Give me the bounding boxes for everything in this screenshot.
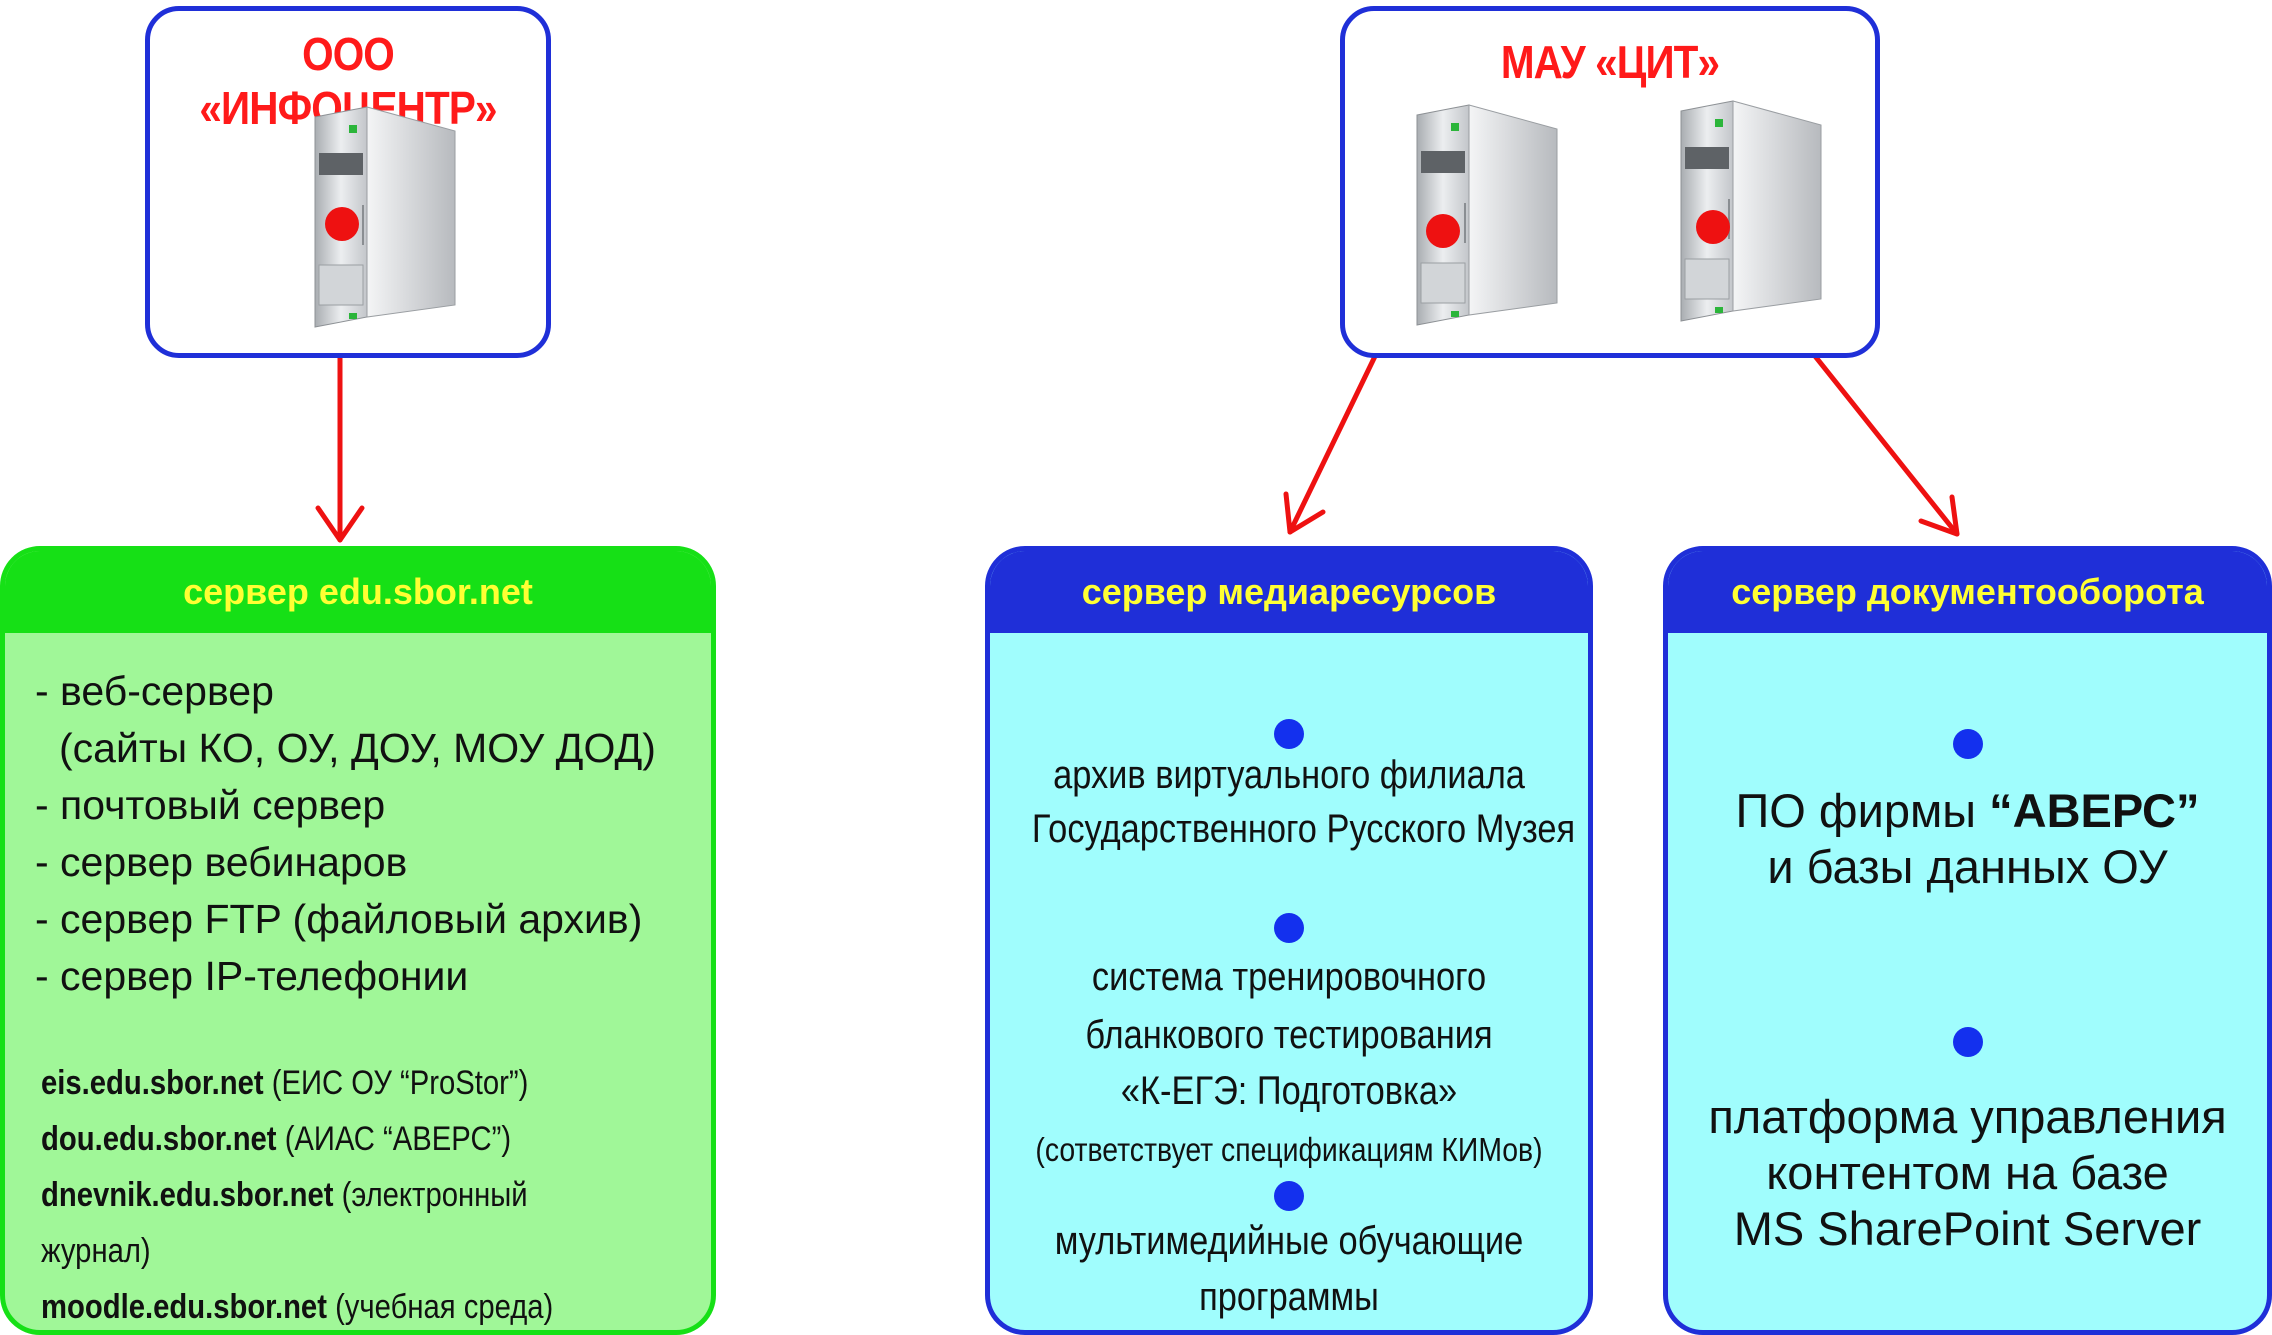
item-text: и базы данных ОУ xyxy=(1767,840,2168,893)
list-item: (сайты КО, ОУ, ДОУ, МОУ ДОД) xyxy=(59,725,656,771)
connection-dot-icon xyxy=(1426,214,1460,248)
item-note: (сответствует спецификациям КИМов) xyxy=(1035,1131,1543,1168)
item-text: бланкового тестирования xyxy=(1085,1013,1493,1057)
item-text: MS SharePoint Server xyxy=(1733,1202,2202,1255)
list-item: - веб-сервер xyxy=(35,668,274,714)
item-text: «К-ЕГЭ: Подготовка» xyxy=(1120,1069,1458,1113)
item-text: Государственного Русского Музея xyxy=(1031,807,1576,851)
item-text-brand: “АВЕРС” xyxy=(1989,784,2200,837)
card-header: сервер edu.sbor.net xyxy=(5,551,711,633)
bullet-icon xyxy=(1952,729,1983,759)
list-item: - почтовый сервер xyxy=(35,782,386,828)
service-list: - веб-сервер (сайты КО, ОУ, ДОУ, МОУ ДОД… xyxy=(35,663,656,1005)
bullet-icon xyxy=(1952,1027,1983,1057)
item-text: ПО фирмы “АВЕРС” xyxy=(1668,783,2267,838)
subdomain-desc: (электронный журнал) xyxy=(41,1176,528,1270)
subdomain-desc: (АИАС “АВЕРС”) xyxy=(284,1120,512,1158)
item-text: программы xyxy=(1199,1275,1379,1319)
bullet-icon xyxy=(1274,1181,1304,1211)
list-item: - сервер FTP (файловый архив) xyxy=(35,896,643,942)
card-header: сервер документооборота xyxy=(1668,551,2267,633)
server-tower-icon xyxy=(1416,104,1558,326)
org-box-cit: МАУ «ЦИТ» xyxy=(1340,6,1880,358)
list-item: - сервер вебинаров xyxy=(35,839,408,885)
item-text: платформа управления xyxy=(1708,1090,2227,1143)
subdomain-desc: (учебная среда) xyxy=(335,1288,554,1326)
card-media-server: сервер медиаресурсов архив виртуального … xyxy=(985,546,1593,1335)
server-tower-icon xyxy=(1680,100,1822,322)
list-item: eis.edu.sbor.net (ЕИС ОУ “ProStor”) xyxy=(41,1055,617,1111)
subdomain-desc: (ЕИС ОУ “ProStor”) xyxy=(271,1064,529,1102)
card-document-server: сервер документооборота ПО фирмы “АВЕРС”… xyxy=(1663,546,2272,1335)
item-text-prefix: ПО фирмы xyxy=(1735,784,1990,837)
item-text: мультимедийные обучающие xyxy=(1054,1219,1524,1263)
bullet-icon xyxy=(1274,913,1304,943)
org-box-infocenter: ООО «ИНФОЦЕНТР» xyxy=(145,6,551,358)
subdomain-list: eis.edu.sbor.net (ЕИС ОУ “ProStor”) dou.… xyxy=(41,1055,617,1330)
list-item: - сервер IP-телефонии xyxy=(35,953,469,999)
connection-dot-icon xyxy=(1696,210,1730,244)
server-tower-icon xyxy=(314,106,456,328)
subdomain-host: moodle.edu.sbor.net xyxy=(41,1288,327,1326)
item-text: контентом на базе xyxy=(1766,1146,2169,1199)
bullet-icon xyxy=(1274,719,1304,749)
document-items: ПО фирмы “АВЕРС” и базы данных ОУ платфо… xyxy=(1668,633,2267,1330)
list-item: dnevnik.edu.sbor.net (электронный журнал… xyxy=(41,1167,617,1279)
subdomain-host: eis.edu.sbor.net xyxy=(41,1064,264,1102)
connection-dot-icon xyxy=(325,207,359,241)
card-edu-server: сервер edu.sbor.net - веб-сервер (сайты … xyxy=(0,546,716,1335)
item-text: система тренировочного xyxy=(1091,955,1487,999)
item-text: архив виртуального филиала xyxy=(1053,753,1525,797)
list-item: dou.edu.sbor.net (АИАС “АВЕРС”) xyxy=(41,1111,617,1167)
list-item: moodle.edu.sbor.net (учебная среда) xyxy=(41,1279,617,1330)
media-items: архив виртуального филиала Государственн… xyxy=(990,633,1588,1330)
subdomain-host: dou.edu.sbor.net xyxy=(41,1120,277,1158)
org-title: МАУ «ЦИТ» xyxy=(1500,36,1720,88)
card-header: сервер медиаресурсов xyxy=(990,551,1588,633)
subdomain-host: dnevnik.edu.sbor.net xyxy=(41,1176,334,1214)
